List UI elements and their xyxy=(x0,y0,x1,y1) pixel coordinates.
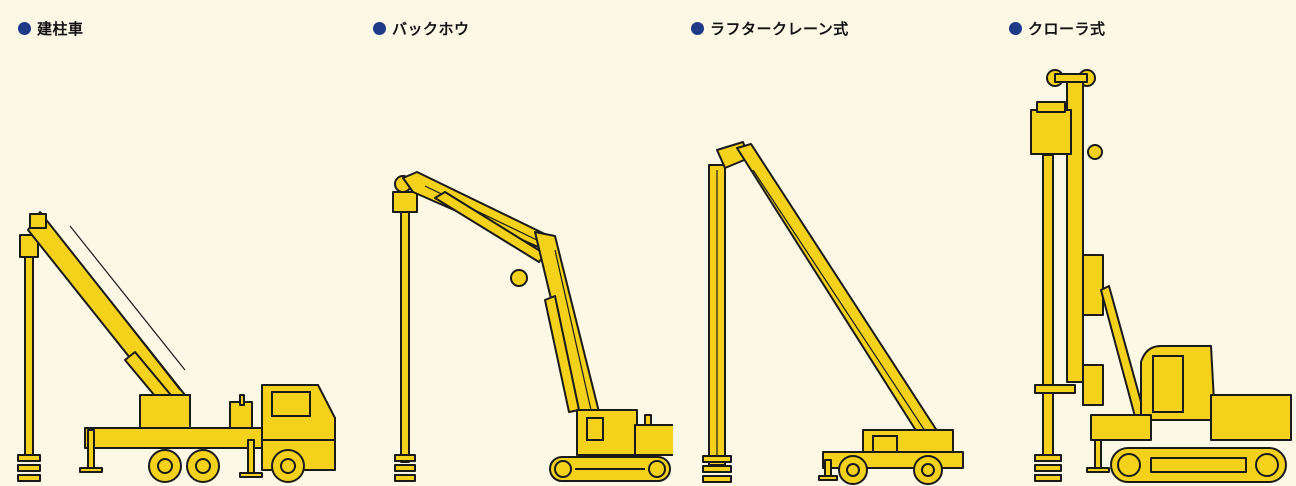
truck-deck xyxy=(84,427,266,449)
label-crawler: クローラ式 xyxy=(1009,18,1106,39)
label-backhoe: バックホウ xyxy=(373,18,470,39)
label-truck: 建柱車 xyxy=(18,18,84,39)
bullet-icon xyxy=(1009,22,1022,35)
label-rough-terrain-crane-text: ラフタークレーン式 xyxy=(710,20,849,38)
panel-rough-terrain-crane: ラフタークレーン式 xyxy=(673,0,991,486)
label-rough-terrain-crane: ラフタークレーン式 xyxy=(691,18,849,39)
rough-terrain-crane-illustration xyxy=(702,141,964,485)
bullet-icon xyxy=(691,22,704,35)
backhoe-illustration xyxy=(392,171,673,482)
bullet-icon xyxy=(373,22,386,35)
label-crawler-text: クローラ式 xyxy=(1028,20,1106,38)
auger-rod xyxy=(400,199,410,463)
truck-crane-illustration xyxy=(17,211,336,483)
auger-drive xyxy=(1030,109,1072,155)
panel-truck: 建柱車 xyxy=(0,0,355,486)
auger-rod xyxy=(24,249,34,461)
crawler-illustration xyxy=(1030,69,1292,483)
panel-backhoe: バックホウ xyxy=(355,0,673,486)
leader-mast xyxy=(1066,81,1084,383)
label-backhoe-text: バックホウ xyxy=(392,20,470,38)
label-truck-text: 建柱車 xyxy=(37,20,84,38)
boom xyxy=(27,211,186,409)
panel-crawler: クローラ式 xyxy=(991,0,1296,486)
boom xyxy=(736,143,944,449)
bullet-icon xyxy=(18,22,31,35)
auger-rod xyxy=(1042,154,1054,461)
